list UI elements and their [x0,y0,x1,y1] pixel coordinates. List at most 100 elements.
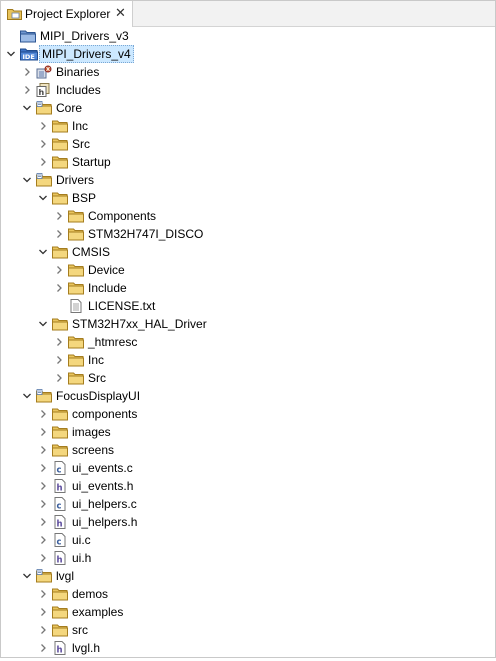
folder-icon [52,191,68,205]
tree-item[interactable]: STM32H7xx_HAL_Driver [1,315,495,333]
tree-item[interactable]: lvgl [1,567,495,585]
chevron-right-icon[interactable] [53,369,65,387]
tree-item[interactable]: screens [1,441,495,459]
tree-item-label: components [72,407,138,421]
chevron-right-icon[interactable] [37,117,49,135]
chevron-right-icon[interactable] [37,153,49,171]
chevron-right-icon[interactable] [53,207,65,225]
tree-item[interactable]: Src [1,369,495,387]
tree-item[interactable]: images [1,423,495,441]
tree-item-label: src [72,623,88,637]
chevron-down-icon[interactable] [21,387,33,405]
chevron-down-icon[interactable] [37,243,49,261]
h-file-icon: h [52,641,68,656]
chevron-down-icon[interactable] [21,171,33,189]
chevron-right-icon[interactable] [37,495,49,513]
chevron-right-icon[interactable] [53,261,65,279]
chevron-down-icon[interactable] [21,99,33,117]
chevron-right-icon[interactable] [37,621,49,639]
chevron-right-icon[interactable] [53,225,65,243]
tree-item[interactable]: FocusDisplayUI [1,387,495,405]
folder-icon [68,353,84,367]
tree-item-label: ui_events.h [72,479,134,493]
tree-item[interactable]: examples [1,603,495,621]
c-file-icon: c [52,533,68,548]
tree-item[interactable]: Binaries [1,63,495,81]
chevron-right-icon[interactable] [37,405,49,423]
chevron-right-icon[interactable] [37,585,49,603]
tree-item-label: ui_events.c [72,461,133,475]
close-icon[interactable]: ✕ [115,5,126,20]
folder-icon [68,335,84,349]
tree-item[interactable]: Drivers [1,171,495,189]
tree-item[interactable]: CMSIS [1,243,495,261]
tree-item-label: Startup [72,155,111,169]
chevron-right-icon[interactable] [37,513,49,531]
tree-item[interactable]: Inc [1,351,495,369]
chevron-down-icon[interactable] [37,315,49,333]
tree-item[interactable]: LICENSE.txt [1,297,495,315]
tree-item-label: MIPI_Drivers_v4 [39,45,134,63]
tree-item[interactable]: BSP [1,189,495,207]
tree-item[interactable]: Startup [1,153,495,171]
tree-item[interactable]: STM32H747I_DISCO [1,225,495,243]
h-file-icon: h [52,551,68,566]
chevron-right-icon[interactable] [37,477,49,495]
tree-item[interactable]: MIPI_Drivers_v3 [1,27,495,45]
chevron-right-icon[interactable] [37,549,49,567]
chevron-right-icon[interactable] [37,423,49,441]
chevron-right-icon[interactable] [53,279,65,297]
folder-icon [52,587,68,601]
chevron-right-icon[interactable] [21,81,33,99]
c-file-icon: c [52,497,68,512]
tree-item[interactable]: components [1,405,495,423]
text-file-icon [68,299,84,313]
tree-item[interactable]: src [1,621,495,639]
tree-item[interactable]: c ui_events.c [1,459,495,477]
chevron-right-icon[interactable] [53,333,65,351]
chevron-right-icon[interactable] [37,459,49,477]
tree-item[interactable]: demos [1,585,495,603]
chevron-down-icon[interactable] [5,45,17,63]
chevron-right-icon[interactable] [53,351,65,369]
tree-item[interactable]: Inc [1,117,495,135]
tree-item-label: Include [88,281,127,295]
tree-item[interactable]: Core [1,99,495,117]
folder-icon [68,227,84,241]
tree-item[interactable]: Device [1,261,495,279]
tree-item[interactable]: Include [1,279,495,297]
chevron-down-icon[interactable] [21,567,33,585]
toggle-spacer [5,27,17,45]
folder-icon [52,425,68,439]
tree-item-label: ui.c [72,533,91,547]
tree-item-label: FocusDisplayUI [56,389,141,403]
tab-project-explorer[interactable]: Project Explorer ✕ [1,1,133,27]
tree-item-label: CMSIS [72,245,111,259]
project-explorer-icon [7,7,22,23]
tree-item[interactable]: Components [1,207,495,225]
chevron-right-icon[interactable] [37,603,49,621]
folder-icon [52,443,68,457]
tree-item-label: ui_helpers.h [72,515,138,529]
tree-item[interactable]: c ui.c [1,531,495,549]
tree-item[interactable]: _htmresc [1,333,495,351]
tree-item[interactable]: h ui_events.h [1,477,495,495]
chevron-right-icon[interactable] [37,135,49,153]
chevron-right-icon[interactable] [37,531,49,549]
h-file-icon: h [52,479,68,494]
chevron-down-icon[interactable] [37,189,49,207]
tree-item-label: Includes [56,83,101,97]
chevron-right-icon[interactable] [21,63,33,81]
chevron-right-icon[interactable] [37,639,49,657]
tree-item[interactable]: Src [1,135,495,153]
chevron-right-icon[interactable] [37,441,49,459]
c-file-icon: c [52,461,68,476]
ide-project-icon: IDE [20,47,38,61]
